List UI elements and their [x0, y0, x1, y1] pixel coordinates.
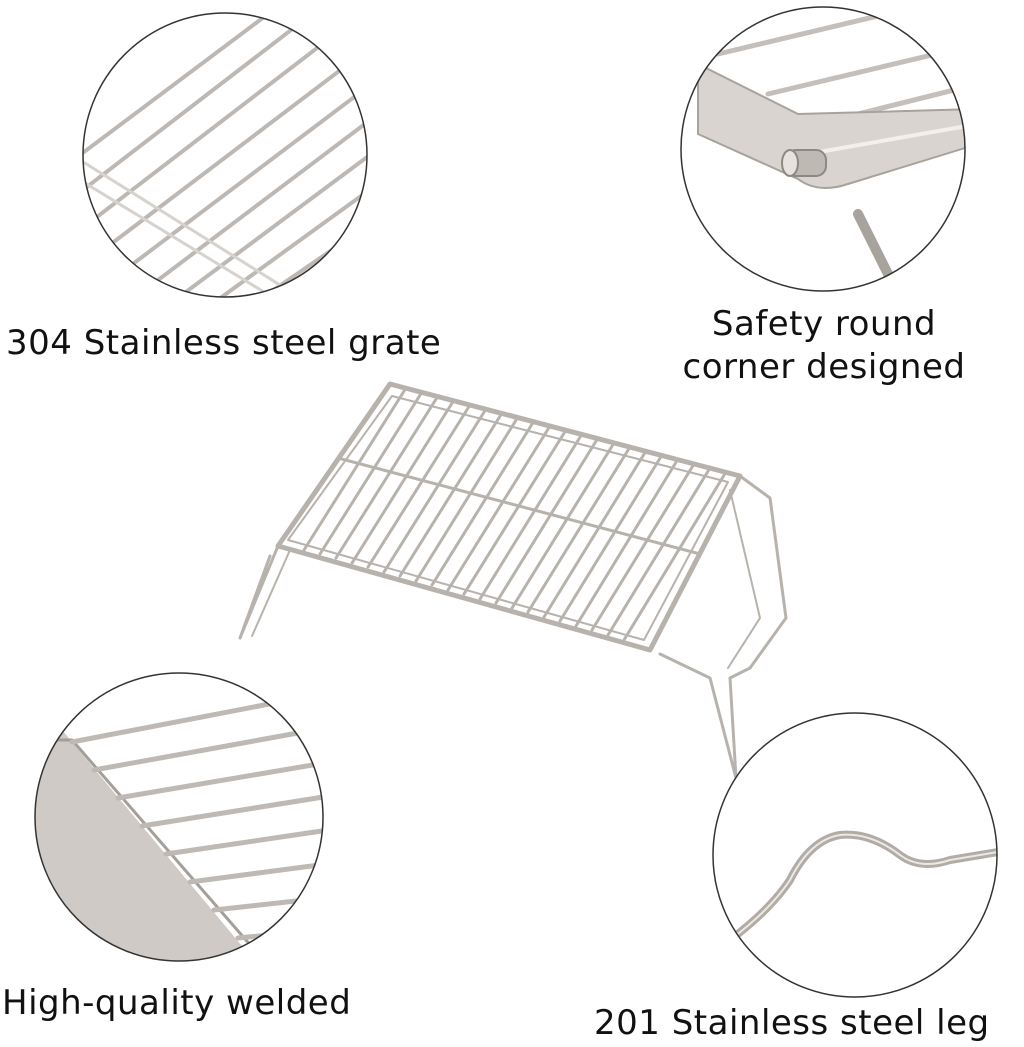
corner-detail-graphic [680, 6, 966, 292]
grate-detail-graphic [82, 12, 368, 298]
welded-caption: High-quality welded [2, 983, 352, 1023]
grate-caption: 304 Stainless steel grate [6, 323, 442, 363]
grate-detail-image [80, 10, 370, 300]
leg-caption: 201 Stainless steel leg [594, 1003, 990, 1043]
corner-caption: Safety round corner designed [668, 303, 980, 388]
corner-detail-image [678, 4, 968, 294]
leg-detail-graphic [712, 712, 998, 998]
corner-caption-line1: Safety round [711, 304, 937, 344]
welded-detail-graphic [34, 672, 324, 962]
grill-rack-image [230, 378, 800, 798]
corner-caption-line2: corner designed [682, 346, 966, 387]
welded-detail-image [32, 670, 327, 965]
grill-rack-graphic [238, 381, 788, 780]
leg-detail-image [710, 710, 1000, 1000]
